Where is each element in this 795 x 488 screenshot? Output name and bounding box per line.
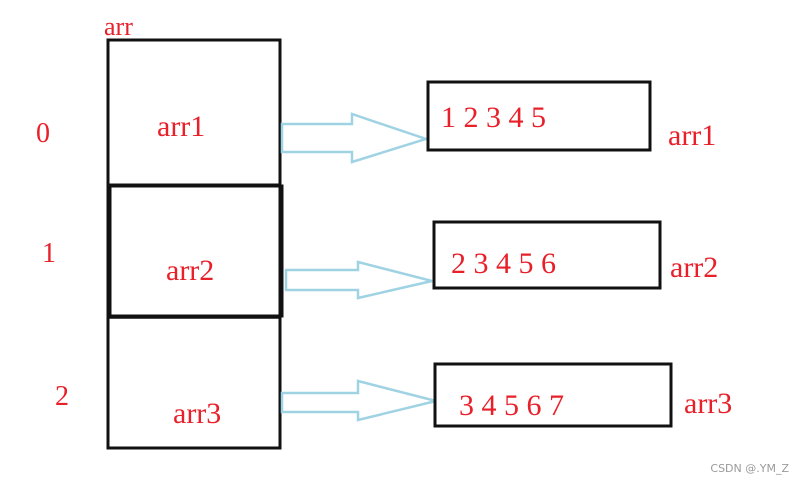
array-cell-label-0: arr1 [157, 110, 206, 143]
array-outer-box [106, 38, 282, 450]
target-box-1 [432, 220, 662, 290]
pointer-arrow-1 [284, 260, 433, 300]
array-cell-label-2: arr3 [173, 397, 222, 430]
array-cell-label-1: arr2 [166, 254, 215, 287]
watermark: CSDN @.YM_Z [710, 462, 789, 475]
index-label-2: 2 [55, 381, 69, 412]
array-cell-1-box [108, 184, 284, 318]
pointer-arrow-0 [280, 112, 431, 164]
target-values-1: 2 3 4 5 6 [451, 247, 556, 280]
target-name-1: arr2 [670, 251, 719, 284]
target-values-2: 3 4 5 6 7 [459, 389, 564, 422]
target-name-0: arr1 [668, 119, 717, 152]
target-name-2: arr3 [684, 387, 733, 420]
target-box-2 [433, 362, 673, 428]
target-box-0 [426, 80, 652, 152]
index-label-1: 1 [42, 238, 56, 269]
pointer-arrow-2 [280, 379, 437, 422]
index-label-0: 0 [36, 118, 50, 149]
array-name-label: arr [104, 12, 133, 41]
target-values-0: 1 2 3 4 5 [441, 101, 546, 134]
